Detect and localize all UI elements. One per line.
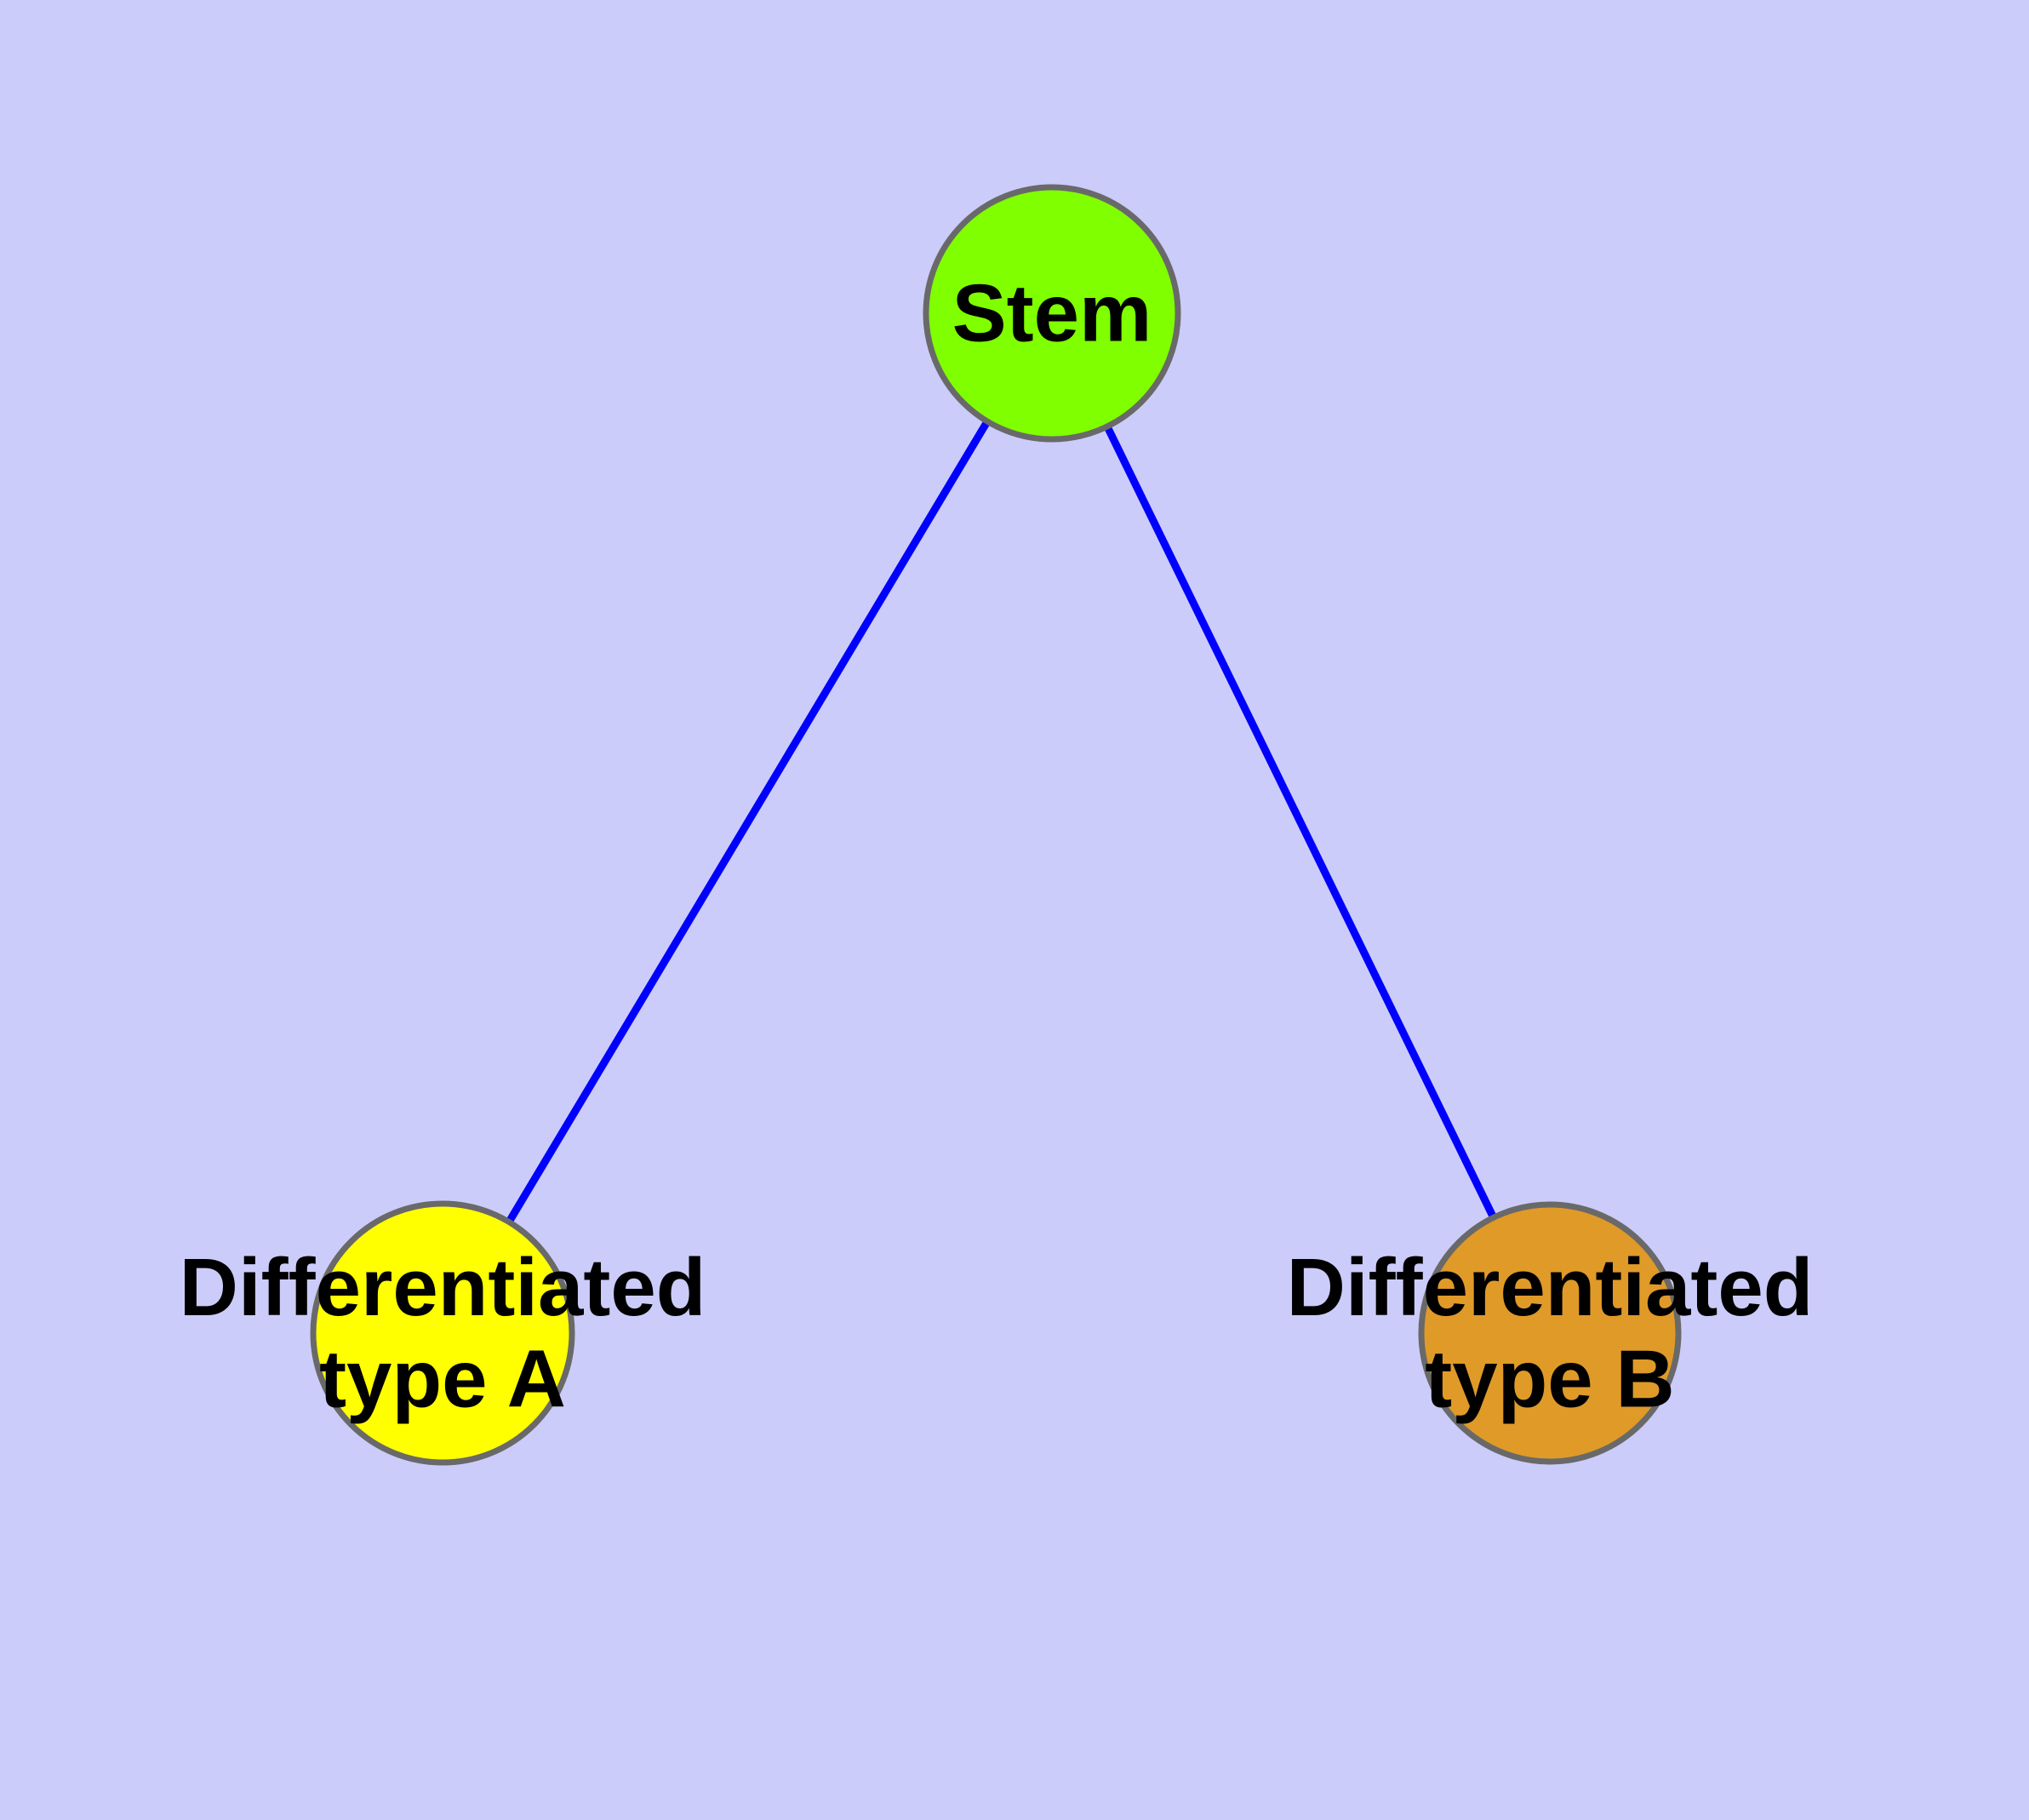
node-circle-diff-a[interactable] — [310, 1200, 575, 1466]
node-label-line: Stem — [952, 268, 1152, 359]
edges-group — [506, 421, 1496, 1223]
node-label-line: Differentiated — [1287, 1242, 1814, 1333]
edge-stem-to-diff-b — [1104, 426, 1496, 1218]
node-label-line: Differentiated — [180, 1242, 706, 1333]
node-label-stem: Stem — [952, 268, 1152, 359]
node-circle-diff-b[interactable] — [1418, 1201, 1682, 1465]
edge-stem-to-diff-a — [506, 421, 990, 1223]
node-stem[interactable]: Stem — [923, 184, 1181, 443]
node-circle-stem[interactable] — [923, 184, 1181, 443]
node-label-line: type B — [1425, 1333, 1674, 1424]
node-label-line: type A — [319, 1333, 566, 1424]
